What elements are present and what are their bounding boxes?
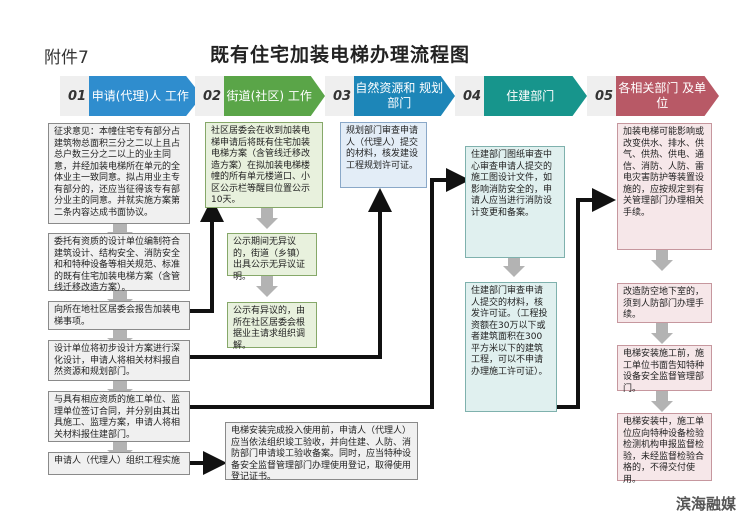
completion-acceptance-box: 电梯安装完成投入使用前，申请人（代理人）应当依法组织竣工验收，并向住建、人防、消… [225, 422, 418, 482]
page-title: 既有住宅加装电梯办理流程图 [210, 44, 471, 66]
step-header-2: 02 街道(社区) 工作 [195, 76, 325, 116]
connector-arrows [190, 168, 616, 475]
step-header-1: 01 申请(代理)人 工作 [60, 76, 202, 116]
step-header-3: 03 自然资源和 规划部门 [325, 76, 455, 116]
step-number: 04 [455, 76, 484, 116]
step-number: 05 [587, 76, 616, 116]
deepen-design-box: 设计单位将初步设计方案进行深化设计，申请人将相关材料报自然资源和规划部门。 [48, 340, 190, 381]
organize-construction-box: 申请人（代理人）组织工程实施 [48, 452, 190, 475]
inspection-box: 电梯安装中，施工单位应向特种设备检验检测机构申报监督检验，未经监督检验合格的，不… [617, 413, 712, 485]
no-objection-box: 公示期间无异议的，街道（乡镇）出具公示无异议证明。 [227, 233, 317, 282]
step-label: 街道(社区) 工作 [223, 76, 325, 116]
step-label: 各相关部门 及单位 [615, 76, 719, 116]
report-community-box: 向所在地社区居委会报告加装电梯事项。 [48, 301, 190, 330]
related-departments-box: 加装电梯可能影响或改变供水、排水、供气、供热、供电、通信、消防、人防、雷电灾害防… [617, 123, 712, 250]
construction-permit-box: 住建部门审查申请人提交的材料，核发许可证。（工程投资额在30万以下或者建筑面积在… [465, 282, 557, 412]
watermark: 滨海融媒 [675, 495, 736, 513]
step-number: 02 [195, 76, 224, 116]
apply-consultation-box: 征求意见：本幢住宅专有部分占建筑物总面积三分之二以上且占总户数三分之二以上的业主… [48, 123, 190, 224]
step-label: 自然资源和 规划部门 [353, 76, 455, 116]
community-publicity-box: 社区居委会在收到加装电梯申请后将既有住宅加装电梯方案（含管线迁移改造方案）在拟加… [205, 122, 323, 208]
annex-label: 附件7 [44, 48, 89, 68]
civil-defense-box: 改造防空地下室的，须到人防部门办理手续。 [617, 283, 712, 323]
planning-permit-box: 规划部门审查申请人（代理人）提交的材料，核发建设工程规划许可证。 [340, 122, 427, 188]
step-label: 申请(代理)人 工作 [88, 76, 202, 116]
objection-mediation-box: 公示有异议的，由所在社区居委会根据业主请求组织调解。 [227, 302, 317, 351]
step-header-5: 05 各相关部门 及单位 [587, 76, 719, 116]
design-commission-box: 委托有资质的设计单位编制符合建筑设计、结构安全、消防安全和和特种设备等相关规范、… [48, 233, 190, 293]
step-label: 住建部门 [483, 76, 587, 116]
step-header-4: 04 住建部门 [455, 76, 587, 116]
drawing-review-box: 住建部门图纸审查中心审查申请人提交的施工图设计文件，如影响消防安全的，申请人应当… [465, 146, 565, 258]
sign-contract-box: 与具有相应资质的施工单位、监理单位签订合同，并分别由其出具施工、监理方案，申请人… [48, 391, 190, 442]
step-number: 01 [60, 76, 89, 116]
special-equipment-notice-box: 电梯安装施工前，施工单位书面告知特种设备安全监督管理部门。 [617, 345, 712, 394]
step-number: 03 [325, 76, 354, 116]
